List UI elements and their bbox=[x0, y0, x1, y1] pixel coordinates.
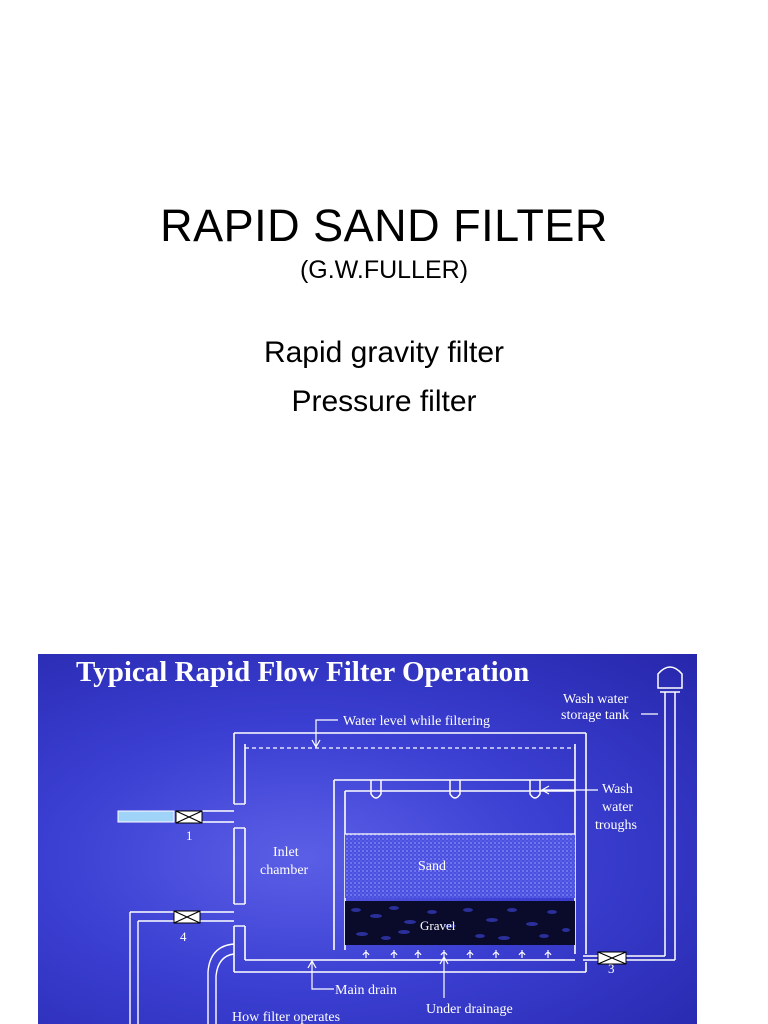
label-water-level: Water level while filtering bbox=[343, 714, 490, 729]
inlet-pipe bbox=[117, 803, 245, 829]
lower-drain-pipe bbox=[207, 943, 235, 1024]
label-wash-line1: Wash bbox=[602, 782, 633, 797]
label-sand: Sand bbox=[418, 859, 446, 874]
label-water-line2: water bbox=[602, 800, 633, 815]
main-drain-leader bbox=[311, 962, 334, 990]
filter-tank bbox=[233, 732, 587, 973]
sand-layer bbox=[345, 834, 575, 898]
label-wash-water-line1: Wash water bbox=[563, 692, 629, 707]
gravel-layer bbox=[345, 901, 575, 945]
troughs-arrow bbox=[540, 785, 550, 795]
label-under-drainage: Under drainage bbox=[426, 1002, 513, 1017]
label-valve-1: 1 bbox=[186, 828, 193, 843]
waste-pipe bbox=[129, 903, 245, 1024]
wash-troughs bbox=[370, 780, 541, 799]
bullet-rapid-gravity-filter: Rapid gravity filter bbox=[263, 336, 505, 369]
filter-diagram-svg: Typical Rapid Flow Filter Operation Wash… bbox=[76, 656, 683, 1024]
label-storage-tank-line2: storage tank bbox=[561, 708, 629, 723]
label-valve-3: 3 bbox=[608, 961, 615, 976]
under-drainage-arrow bbox=[439, 955, 449, 965]
diagram-title: Typical Rapid Flow Filter Operation bbox=[76, 656, 529, 688]
valve-4 bbox=[173, 910, 201, 924]
label-how-filter-operates: How filter operates bbox=[232, 1010, 340, 1024]
slide-title: RAPID SAND FILTER bbox=[160, 200, 608, 251]
label-chamber-line2: chamber bbox=[260, 863, 309, 878]
valve-3 bbox=[597, 951, 627, 965]
water-level-arrow bbox=[311, 739, 321, 749]
label-troughs-line3: troughs bbox=[595, 818, 637, 833]
bullet-pressure-filter: Pressure filter bbox=[291, 385, 477, 418]
filter-diagram: Typical Rapid Flow Filter Operation Wash… bbox=[38, 654, 697, 1024]
slide-subtitle: (G.W.FULLER) bbox=[299, 256, 469, 284]
label-valve-4: 4 bbox=[180, 929, 187, 944]
label-main-drain: Main drain bbox=[335, 983, 397, 998]
main-drain-arrow bbox=[307, 959, 317, 969]
label-gravel: Gravel bbox=[420, 918, 456, 933]
label-inlet-line1: Inlet bbox=[273, 845, 299, 860]
water-level-leader bbox=[315, 719, 338, 746]
valve-1 bbox=[175, 810, 203, 824]
under-drain-nozzles bbox=[362, 950, 552, 958]
